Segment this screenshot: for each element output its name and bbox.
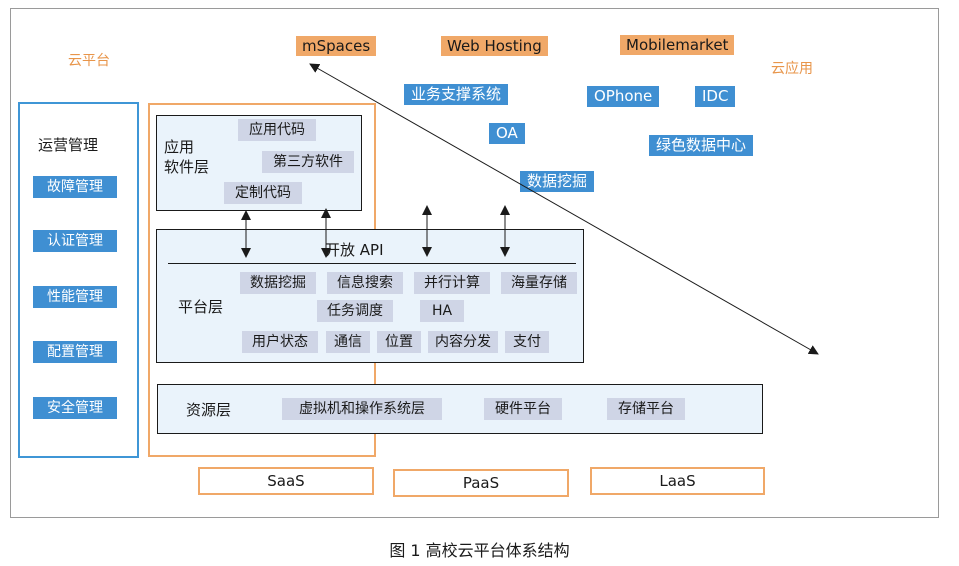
ops-item-config: 配置管理 <box>33 341 117 363</box>
figure-caption: 图 1 高校云平台体系结构 <box>389 541 570 560</box>
resource-item-hardware: 硬件平台 <box>484 398 562 420</box>
ops-item-auth: 认证管理 <box>33 230 117 252</box>
resource-item-vm-os: 虚拟机和操作系统层 <box>282 398 442 420</box>
platform-item-user-state: 用户状态 <box>242 331 318 353</box>
resource-item-storage: 存储平台 <box>607 398 685 420</box>
figure-frame <box>10 8 939 518</box>
app-tag-web-hosting: Web Hosting <box>441 36 548 56</box>
platform-layer-label: 平台层 <box>178 298 224 316</box>
resource-layer-label: 资源层 <box>186 401 232 419</box>
diagonal-arrow <box>309 63 819 355</box>
ops-item-fault: 故障管理 <box>33 176 117 198</box>
ops-item-security: 安全管理 <box>33 397 117 419</box>
platform-item-data-mining: 数据挖掘 <box>240 272 316 294</box>
operations-panel <box>18 102 139 458</box>
app-layer-label: 应用 软件层 <box>164 138 210 176</box>
app-layer-item-app-code: 应用代码 <box>238 119 316 141</box>
ops-item-performance: 性能管理 <box>33 286 117 308</box>
service-laas: LaaS <box>590 467 765 495</box>
app-tag-mspaces: mSpaces <box>296 36 377 56</box>
app-layer-item-custom-code: 定制代码 <box>224 182 302 204</box>
service-paas: PaaS <box>393 469 569 497</box>
service-saas: SaaS <box>198 467 374 495</box>
cloud-platform-label: 云平台 <box>68 53 110 69</box>
operations-title: 运营管理 <box>38 136 99 154</box>
app-tag-mobilemarket: Mobilemarket <box>620 35 735 55</box>
